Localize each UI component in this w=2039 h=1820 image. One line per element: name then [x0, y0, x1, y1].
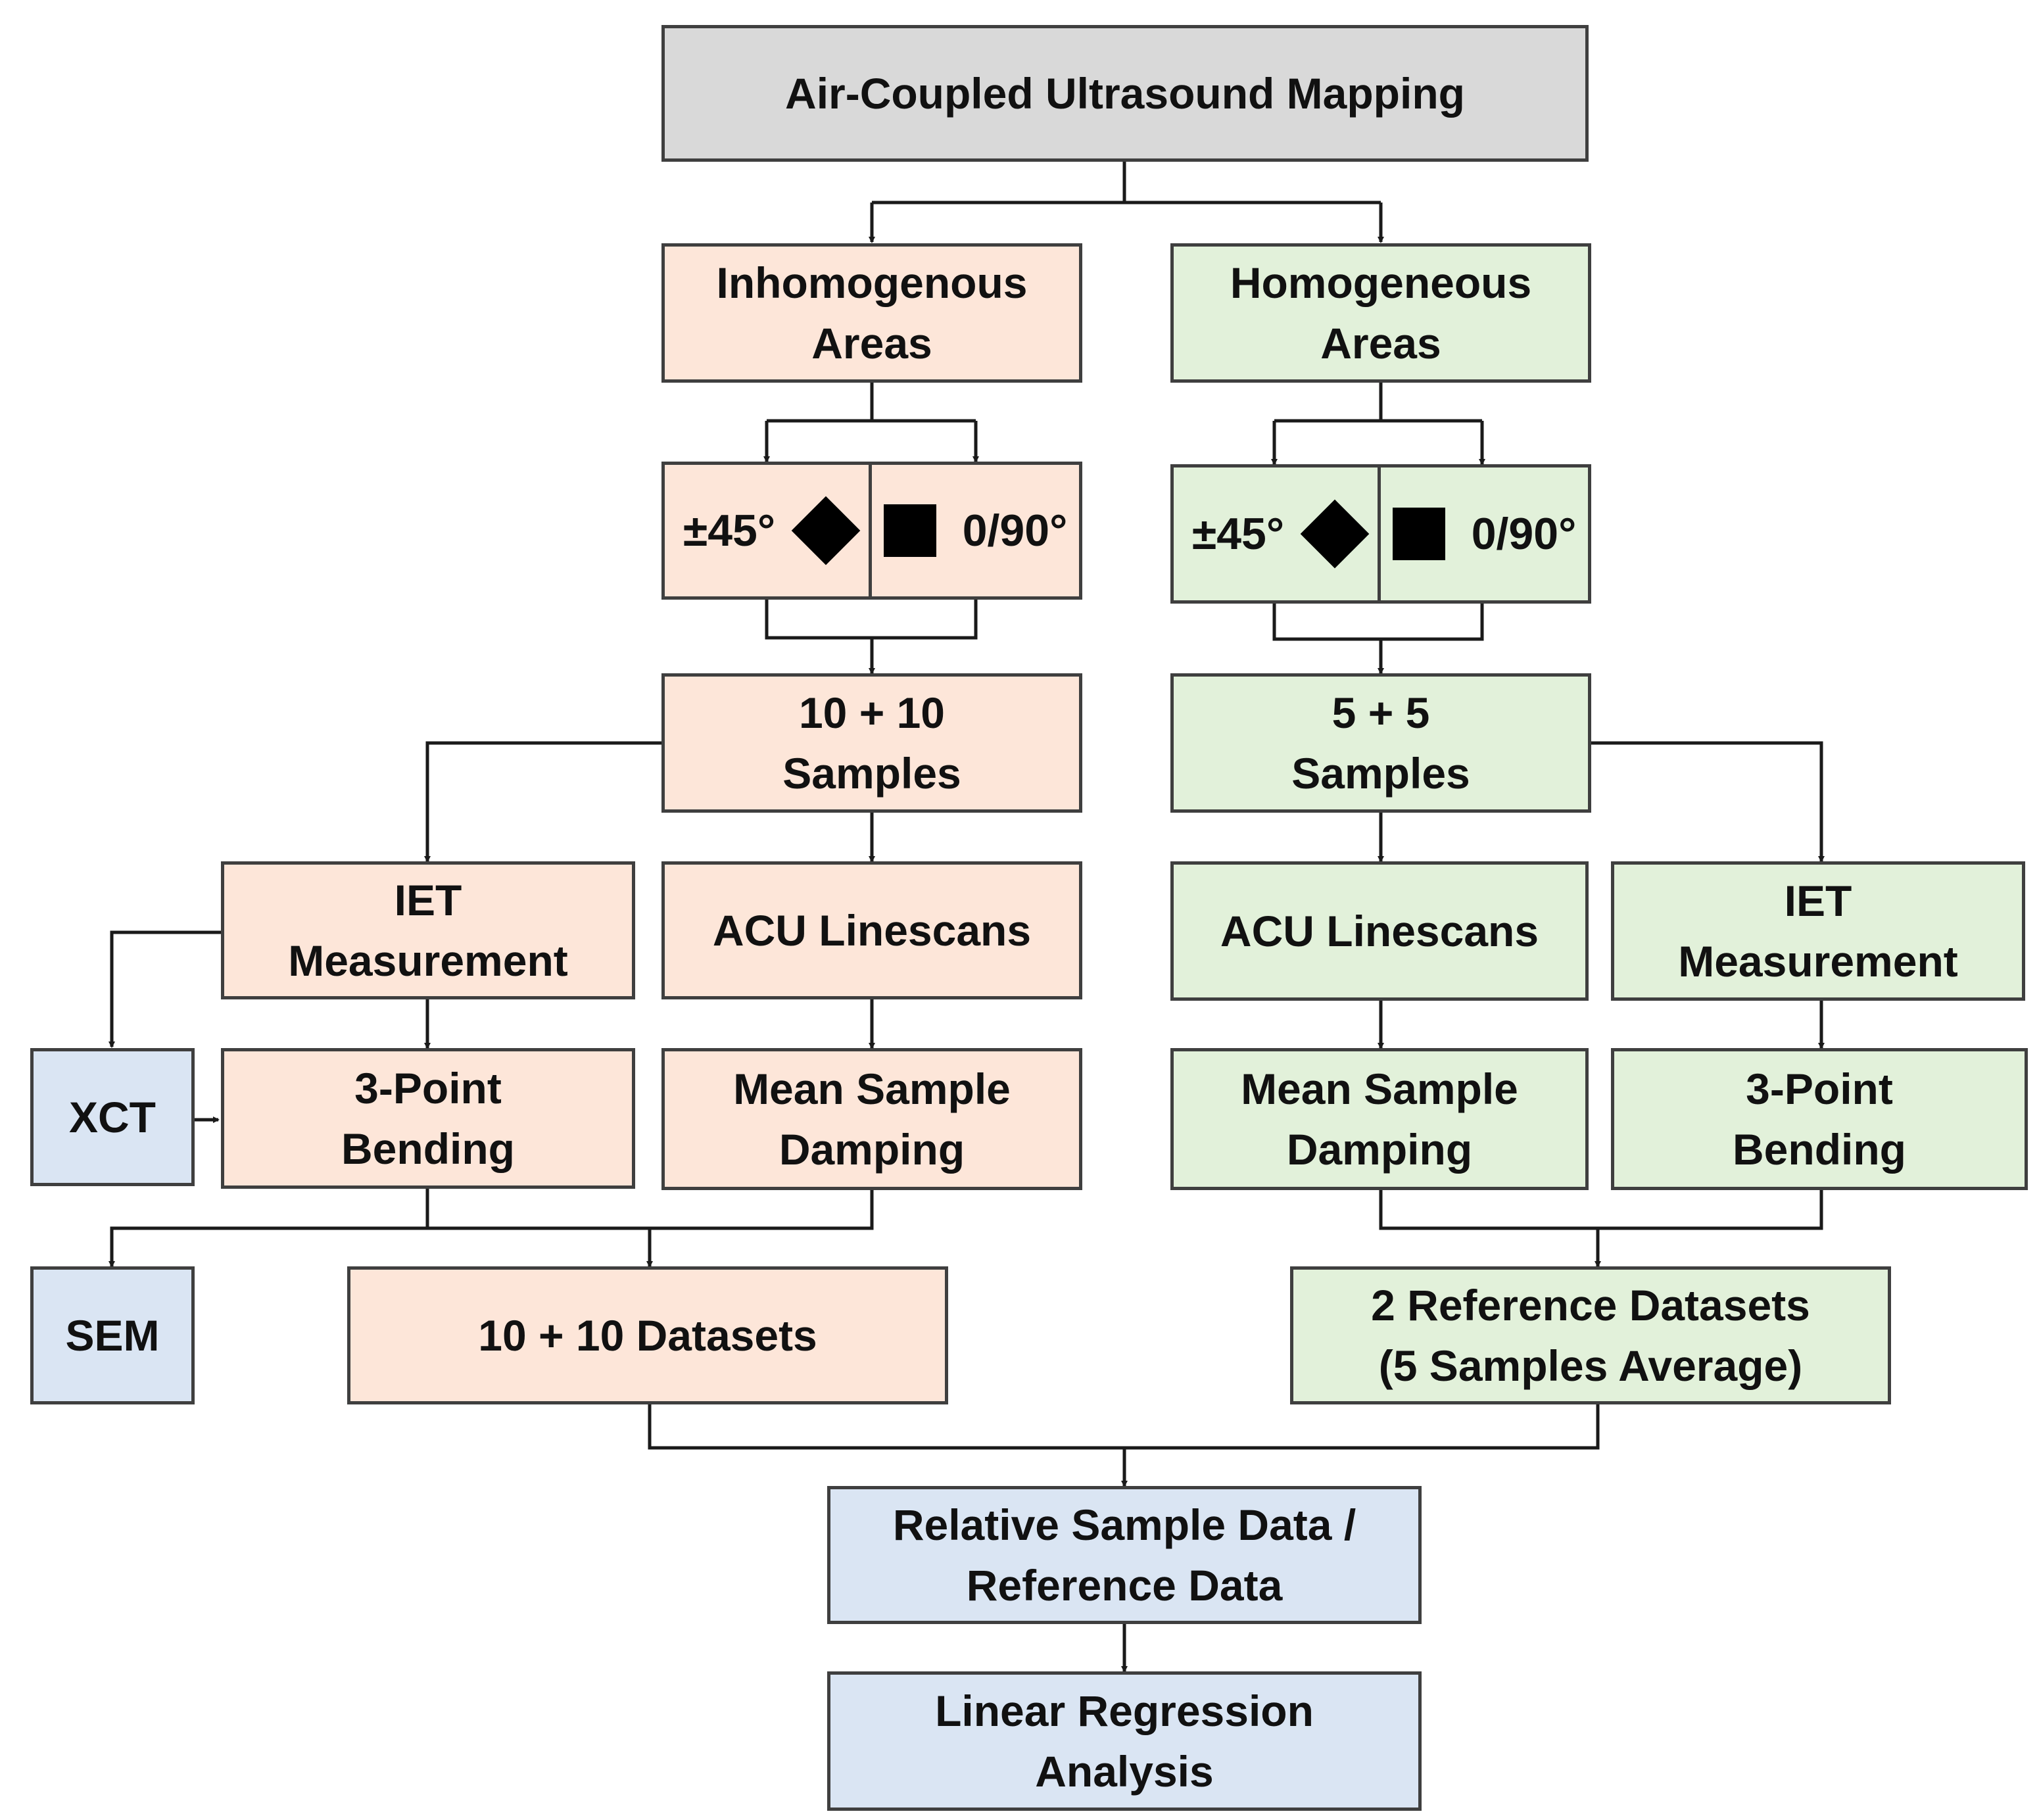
relative-data-box: Relative Sample Data / Reference Data — [827, 1486, 1422, 1624]
acu-mapping-box: Air-Coupled Ultrasound Mapping — [661, 25, 1589, 162]
inhomogenous-orientation-box: ±45° 0/90° — [661, 462, 1082, 600]
acu-linescans-left-box: ACU Linescans — [661, 861, 1082, 999]
sem-box: SEM — [30, 1266, 195, 1404]
samples-left-box: 10 + 10 Samples — [661, 673, 1082, 813]
orientation-0-90-cell: 0/90° — [872, 465, 1079, 596]
linear-regression-label: Linear Regression Analysis — [935, 1687, 1314, 1796]
homogeneous-orientation-box: ±45° 0/90° — [1170, 464, 1591, 604]
damping-right-label: Mean Sample Damping — [1241, 1065, 1518, 1174]
damping-left-label: Mean Sample Damping — [733, 1065, 1011, 1174]
damping-right-box: Mean Sample Damping — [1170, 1048, 1589, 1190]
orientation-pm45-label: ±45° — [683, 506, 776, 556]
orientation-0-90-label: 0/90° — [1471, 509, 1577, 559]
linear-regression-box: Linear Regression Analysis — [827, 1671, 1422, 1811]
acu-mapping-label: Air-Coupled Ultrasound Mapping — [785, 69, 1465, 118]
inhomogenous-areas-label: Inhomogenous Areas — [716, 258, 1028, 368]
bending-right-box: 3-Point Bending — [1611, 1048, 2028, 1190]
acu-linescans-right-label: ACU Linescans — [1220, 907, 1539, 955]
samples-right-box: 5 + 5 Samples — [1170, 673, 1591, 813]
bending-left-box: 3-Point Bending — [221, 1048, 635, 1189]
sem-label: SEM — [65, 1311, 160, 1360]
iet-measurement-right-label: IET Measurement — [1678, 876, 1958, 986]
inhomogenous-areas-box: Inhomogenous Areas — [661, 243, 1082, 383]
datasets-left-box: 10 + 10 Datasets — [347, 1266, 948, 1404]
datasets-left-label: 10 + 10 Datasets — [478, 1311, 817, 1360]
orientation-0-90-cell: 0/90° — [1381, 467, 1588, 600]
acu-linescans-left-label: ACU Linescans — [712, 906, 1032, 955]
homogeneous-areas-box: Homogeneous Areas — [1170, 243, 1591, 383]
bending-right-label: 3-Point Bending — [1733, 1065, 1906, 1174]
orientation-0-90-label: 0/90° — [962, 506, 1068, 556]
reference-datasets-label: 2 Reference Datasets (5 Samples Average) — [1371, 1281, 1810, 1390]
xct-label: XCT — [69, 1093, 156, 1141]
acu-linescans-right-box: ACU Linescans — [1170, 861, 1589, 1001]
iet-measurement-left-label: IET Measurement — [288, 876, 568, 985]
orientation-pm45-label: ±45° — [1191, 509, 1285, 559]
damping-left-box: Mean Sample Damping — [661, 1048, 1082, 1190]
orientation-pm45-cell: ±45° — [1174, 467, 1381, 600]
samples-right-label: 5 + 5 Samples — [1291, 688, 1470, 798]
orientation-pm45-cell: ±45° — [665, 465, 872, 596]
homogeneous-areas-label: Homogeneous Areas — [1230, 258, 1532, 368]
diamond-icon — [1300, 499, 1370, 569]
diamond-icon — [791, 496, 861, 565]
bending-left-label: 3-Point Bending — [341, 1064, 515, 1173]
samples-left-label: 10 + 10 Samples — [782, 688, 961, 798]
square-icon — [1392, 508, 1445, 560]
iet-measurement-right-box: IET Measurement — [1611, 861, 2025, 1001]
iet-measurement-left-box: IET Measurement — [221, 861, 635, 999]
reference-datasets-box: 2 Reference Datasets (5 Samples Average) — [1290, 1266, 1891, 1404]
relative-data-label: Relative Sample Data / Reference Data — [892, 1500, 1356, 1610]
square-icon — [883, 504, 936, 557]
xct-box: XCT — [30, 1048, 195, 1186]
